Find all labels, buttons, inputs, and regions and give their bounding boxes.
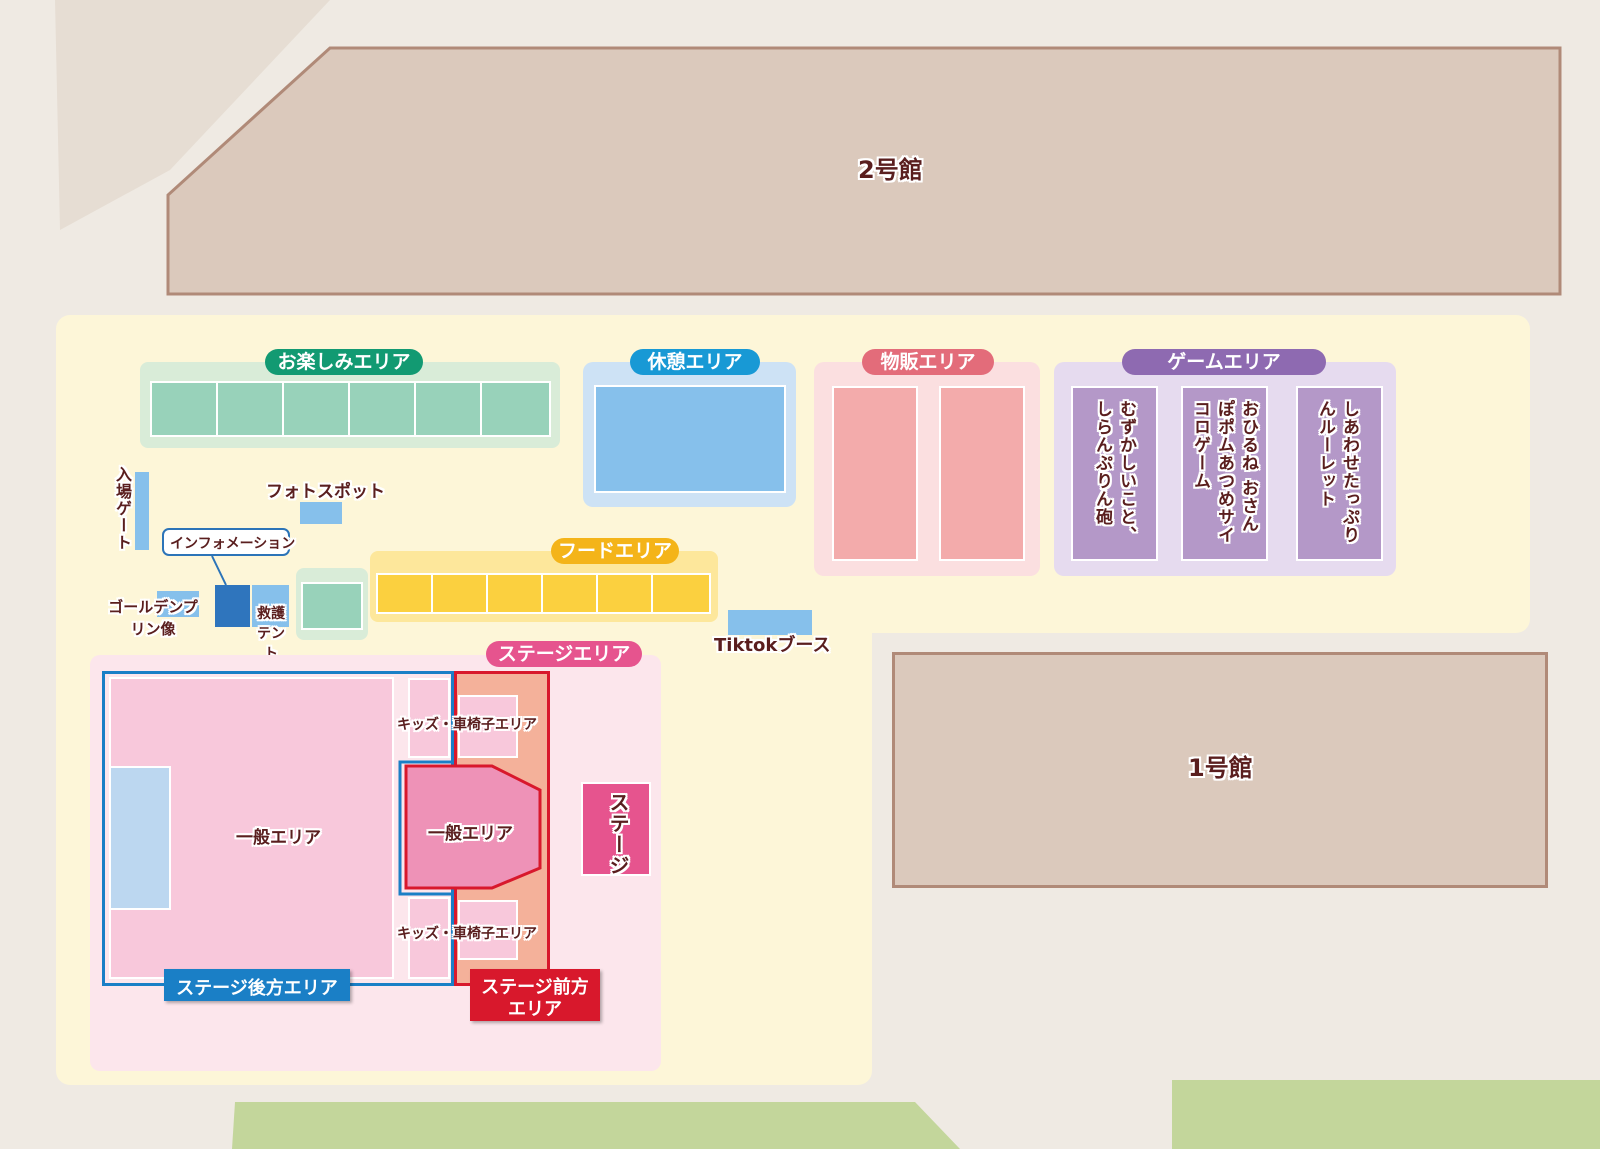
information-booth: [215, 585, 250, 627]
general-area-front-label: 一般エリア: [428, 824, 513, 844]
fun-booth: [414, 381, 482, 437]
goods-area-label: 物販エリア: [862, 349, 994, 375]
kids-area-bottom-label: キッズ・車椅子エリア: [397, 926, 537, 942]
goods-booth: [939, 386, 1025, 561]
small-green-booth: [301, 582, 363, 630]
tiktok-booth: [728, 610, 812, 635]
green-space-left: [232, 1102, 960, 1149]
stage-front-area-label-2: エリア: [508, 999, 562, 1020]
fun-area-label: お楽しみエリア: [265, 349, 423, 375]
game-area-label: ゲームエリア: [1122, 349, 1326, 375]
golden-pudding-statue: [157, 591, 199, 617]
fun-booth: [282, 381, 350, 437]
first-aid-tent: [252, 585, 289, 627]
building-1-label: 1号館: [1188, 754, 1253, 782]
stage-front-area-label-1: ステージ前方: [481, 977, 589, 998]
general-area-front-shape: [398, 760, 542, 896]
kids-area-top-rear: [408, 678, 450, 758]
general-area-rear-shape: [109, 677, 394, 979]
rest-area-label: 休憩エリア: [630, 349, 760, 375]
building-2: [166, 46, 1562, 296]
game-booth-3: [1296, 386, 1383, 561]
game-booth-1: [1071, 386, 1158, 561]
fun-booth: [348, 381, 416, 437]
food-area-label: フードエリア: [551, 538, 679, 564]
stage: [581, 782, 651, 876]
information-label: インフォメーション: [170, 536, 296, 552]
green-space-right: [1172, 1080, 1600, 1149]
stage-front-area-tag: [470, 969, 600, 1021]
entrance-gate-label: 入場ゲート: [113, 466, 132, 551]
fun-booth: [216, 381, 284, 437]
information-callout: [162, 528, 290, 556]
stage-rear-area-tag: [164, 969, 350, 1001]
info-callout-line: [211, 555, 227, 586]
game-booth-2: [1181, 386, 1268, 561]
food-booth: [651, 573, 711, 614]
tiktok-booth-label: Tiktokブース: [714, 635, 831, 656]
game-2-label: おひるね おさんぽポムあつめサイコロゲーム: [1190, 400, 1258, 544]
kids-area-top-label: キッズ・車椅子エリア: [397, 717, 537, 733]
kids-area-bottom-front-cell: [458, 900, 518, 960]
game-3-label: しあわせたっぷりんルーレット: [1315, 400, 1359, 544]
stage-label: ステージ: [606, 792, 630, 876]
road-shade: [55, 0, 330, 230]
food-booth: [596, 573, 653, 614]
building-2-label: 2号館: [858, 156, 923, 184]
kids-area-bottom-rear: [408, 897, 450, 979]
rest-area-space: [594, 385, 786, 493]
goods-booth: [832, 386, 918, 561]
general-area-rear-label: 一般エリア: [236, 828, 321, 848]
fun-booth: [480, 381, 551, 437]
food-booth: [541, 573, 598, 614]
photo-spot-label: フォトスポット: [266, 482, 385, 502]
food-booth: [486, 573, 543, 614]
entrance-gate: [135, 472, 149, 550]
stage-area-label: ステージエリア: [486, 641, 642, 667]
golden-pudding-label: ゴールデンプリン像: [108, 598, 198, 638]
photo-spot: [300, 502, 342, 524]
building-1: [892, 652, 1548, 888]
stage-rear-area-label: ステージ後方エリア: [176, 978, 338, 999]
kids-area-top-front-cell: [458, 695, 518, 758]
food-booth: [376, 573, 433, 614]
game-1-label: むずかしいこと、しらんぷりん砲: [1092, 400, 1136, 544]
